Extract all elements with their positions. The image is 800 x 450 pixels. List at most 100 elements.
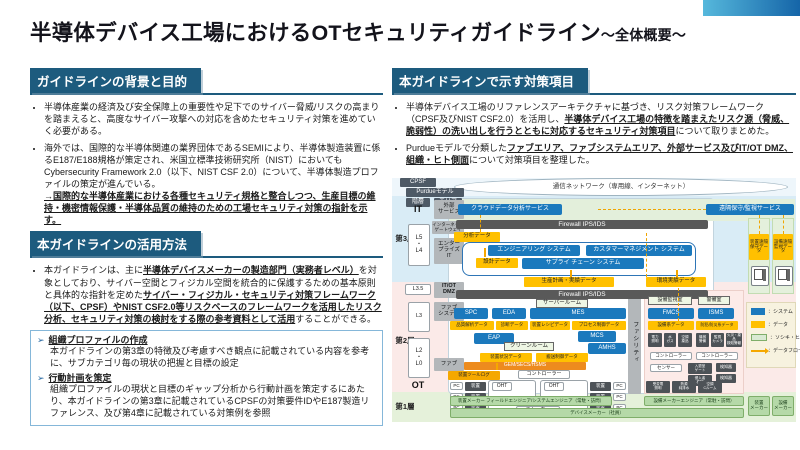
system-box-spc: SPC [454,308,488,319]
legend-label: ：ソシキ・ヒト [770,335,800,341]
cpsf-header: CPSF [400,178,436,187]
pc-box: PC [613,393,626,401]
page-title-suffix: ～全体概要～ [600,27,687,43]
hierarchy-column-header: 階層 [406,198,430,207]
facility-box-detector: 検知器 [716,363,736,372]
data-box-design: 設計データ [476,258,518,268]
bullet-text: について取りまとめた。 [675,126,775,137]
right-column: 本ガイドラインで示す対策項目 半導体デバイス工場のリファレンスアーキテクチャに基… [392,68,800,422]
page-title: 半導体デバイス工場におけるOTセキュリティガイドライン～全体概要～ [30,16,686,47]
legend-item-flow: ：データフロー [751,347,800,354]
legend-swatch-data [751,321,765,328]
bullet-item: Purdueモデルで分類したファブエリア、ファブシステムエリア、外部サービス及び… [406,142,796,166]
area-facility: ファシリティ [628,290,641,394]
data-flow-line [484,248,486,257]
area-enterprise-it: エンター プライズ IT [434,238,464,264]
measures-bullet-list: 半導体デバイス工場のリファレンスアーキテクチャに基づき、リスク対策フレームワーク… [392,101,796,166]
bullet-text: について対策項目を整理した。 [469,155,595,166]
level-l5-l4: L5 ・ L4 [408,224,430,266]
gem-secs-hsms-bar: GEM/SECS/HSMS [464,362,586,370]
bullet-text: することができる。 [295,313,377,324]
data-box-recipe: 装置レシピデータ [530,321,570,330]
data-box-remote-monitoring: 設備遠隔監視データ [773,234,793,260]
bullet-item: 半導体産業の経済及び安全保障上の重要性や足下でのサイバー脅威/リスクの高まりを踏… [44,101,383,137]
facility-box-mech-guard: 機械 警備 [696,333,709,347]
profile-note-box: ➢ 組織プロファイルの作成 本ガイドラインの第3章の特徴及び考慮すべき観点に記載… [30,329,383,426]
data-box-process-control: プロセス制御データ [572,321,626,330]
area-fab: ファブ [434,358,464,371]
level-ot-label: OT [411,380,425,391]
workstation-icon [775,266,793,286]
data-flow-line [496,363,498,370]
level-l3: L3 [408,302,430,332]
communication-network-cloud: 通信ネットワーク（専用線、インターネット） [454,178,788,196]
firewall-bar-upper: Firewall IPS/IDS [456,220,708,229]
bullet-text: 半導体産業の経済及び安全保障上の重要性や足下でのサイバー脅威/リスクの高まりを踏… [44,102,380,137]
system-box-customer-management: カスタマーマネジメント システム [586,245,692,256]
facility-box-detector: 検知器 [716,374,736,383]
bullet-text: Purdueモデルで分類した [406,143,508,154]
diagram-legend: ：システム ：データ ：ソシキ・ヒト ：データフロー [746,302,800,368]
data-box-security: 防犯/防災系データ [696,321,738,330]
device-box-controller-security: コントローラー [696,352,738,360]
legend-swatch-org [751,334,767,341]
area-external-service: 外部 サービス [434,200,464,219]
legend-label: ：システム [768,309,793,315]
data-flow-line [598,209,706,210]
left-column: ガイドラインの背景と目的 半導体産業の経済及び安全保障上の重要性や足下でのサイバ… [30,68,383,426]
people-box-tool-maker: 装置 メーカー [748,396,770,416]
data-box-environment: 環境実績データ [646,277,706,287]
facility-box-hvac-croom: 空調 Cルーム [698,381,722,393]
tool-box: 装置 [590,382,611,391]
device-box-controller-facility: コントローラー [650,352,692,360]
note-item-title: ➢ 行動計画を策定 [37,373,376,385]
device-box-oht-right: OHT [544,382,564,391]
tier2-label: 第2層 [395,335,415,345]
facility-box-camera: 監視 カメラ [711,333,724,347]
people-box-facility-engineer: 設備メーカーエンジニア（常駐・訪問） [644,396,744,406]
bullet-item: 半導体デバイス工場のリファレンスアーキテクチャに基づき、リスク対策フレームワーク… [406,101,796,137]
level-l3-5: L3.5 [405,284,431,295]
bullet-text: 半導体デバイス工場のリファレンスアーキテクチャに基づき、リスク対策フレームワーク… [406,102,765,125]
data-box-transport-control: 搬送制御データ [536,353,588,362]
data-box-remote-maintenance: 装置遠隔保守データ [749,234,769,260]
data-box-facility: 設備系データ [648,321,694,330]
usage-bullet-list: 本ガイドラインは、主に半導体デバイスメーカーの製造部門（実務者レベル）を対象とし… [30,264,383,324]
legend-item-system: ：システム [751,308,793,315]
system-box-mcs: MCS [578,331,616,342]
bullet-text-emphasis: 半導体デバイス工場の特徴を踏まえたリスク源（脅威、脆弱性）の洗い出しを行うととも… [406,114,790,137]
legend-label: ：データ [768,322,789,328]
purdue-model-header: Purdueモデル [406,188,464,197]
data-flow-line [570,270,572,277]
top-right-accent-bar [703,0,800,16]
system-box-cloud-analysis: クラウドデータ分析サービス [458,204,562,215]
bullet-text-emphasis: →国際的な半導体産業における各種セキュリティ規格と整合しつつ、生産目標の維持・機… [44,191,376,226]
system-box-supply-chain: サプライ チェーン システム [522,258,644,269]
tier3-label: 第3層 [395,233,415,243]
legend-item-data: ：データ [751,321,791,328]
section-header-background: ガイドラインの背景と目的 [30,68,383,95]
system-box-eda: EDA [492,308,526,319]
legend-label: ：データフロー [768,348,800,354]
arrow-bullet-icon: ➢ [37,372,45,383]
data-flow-line [480,215,481,232]
system-box-fmcs: FMCS [648,308,694,319]
pc-box: PC [613,382,626,390]
data-flow-line [759,215,760,234]
section-header-usage-label: 本ガイドラインの活用方法 [30,231,202,257]
bullet-text: 本ガイドラインは、主に [44,265,144,276]
note-body: 本ガイドラインの第3章の特徴及び考慮すべき観点に記載されている内容を参考に、サブ… [50,346,370,369]
facility-box-entry-gate: 入退室 ゲート [688,363,712,374]
bullet-item: 海外では、国際的な半導体関連の業界団体であるSEMIにより、半導体製造装置に係る… [44,142,383,226]
facility-box-fire-detect: 火災・薬品 検知警報 [726,333,742,347]
level-l2-l0: L2 ・ L0 [408,338,430,378]
device-box-controller-fab: コントローラー [518,370,570,379]
note-title: 行動計画を策定 [48,372,112,383]
section-header-measures: 本ガイドラインで示す対策項目 [392,68,796,95]
reference-architecture-diagram: 通信ネットワーク（専用線、インターネット） CPSF Purdueモデル 階層 … [392,178,800,422]
firewall-bar-lower: Firewall IPS/IDS [456,290,708,299]
facility-box-substation: 受変電 照明 [646,381,670,393]
facility-box-heat-source: 熱源 純排水 [672,381,696,393]
room-label-facility-monitor: 設備監視室 [648,296,692,305]
